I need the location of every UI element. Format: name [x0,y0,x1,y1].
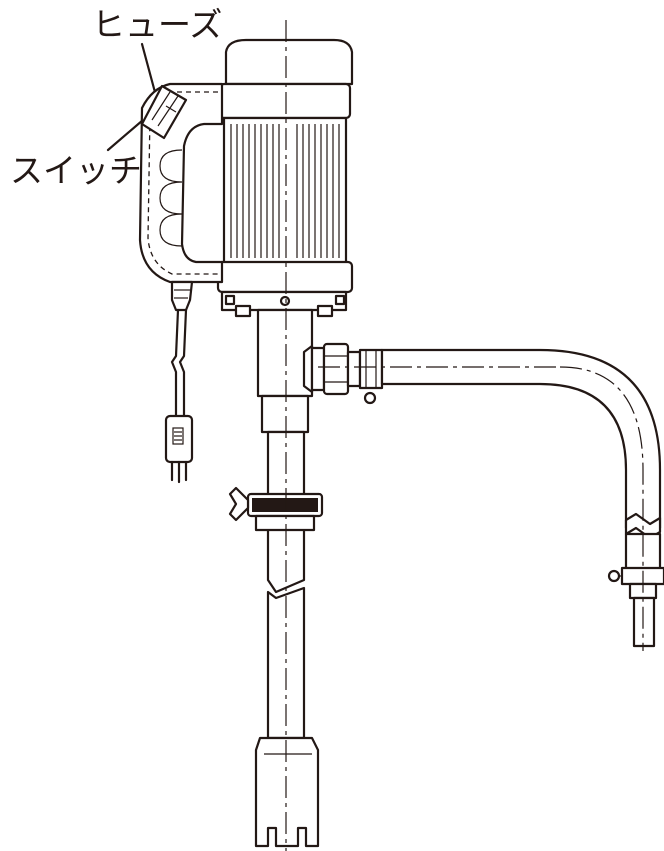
nozzle-clamp-screw [607,569,621,583]
motor-top-cap [224,38,354,86]
motor-fin-body [222,116,348,266]
fuse-icon [157,95,179,127]
power-cord [164,280,194,484]
handle-housing [138,82,224,284]
flange-bolts [224,294,346,318]
outlet-boss [302,344,314,394]
handle-grip-ridges [159,149,183,247]
drum-adapter [228,486,324,532]
hose-barb [346,350,362,388]
nozzle-tip [632,596,656,648]
switch-icon [151,91,171,121]
discharge-hose [380,348,662,530]
motor-upper-collar [218,82,352,120]
hose-clamp [358,348,384,390]
clamp-screw [363,391,377,405]
knurl-pattern [252,498,318,512]
outlet-nipple [310,346,326,392]
adapter-collar [254,514,316,532]
motor-lower-collar [216,260,354,294]
handle-inner-outline [147,91,218,275]
outlet-hex-nut [322,342,350,396]
pump-housing-neck [260,394,310,434]
cord-wire-right [178,308,188,418]
hose-centerline [559,366,644,651]
fuse-leader-line [140,42,158,98]
motor-cooling-fins [230,124,340,258]
plug-body [164,414,194,464]
switch-fuse-block [140,84,188,140]
pump-tube [254,308,320,848]
centerlines [285,20,644,851]
cord-strain-relief [170,280,194,312]
motor [216,38,354,318]
cord-wire-left [170,308,180,418]
switch-label: スイッチ [10,151,142,190]
fuse-label: ヒューズ [92,5,222,44]
outlet-assembly [310,342,664,648]
wing-screw [228,486,250,522]
strainer-foot [254,736,320,848]
